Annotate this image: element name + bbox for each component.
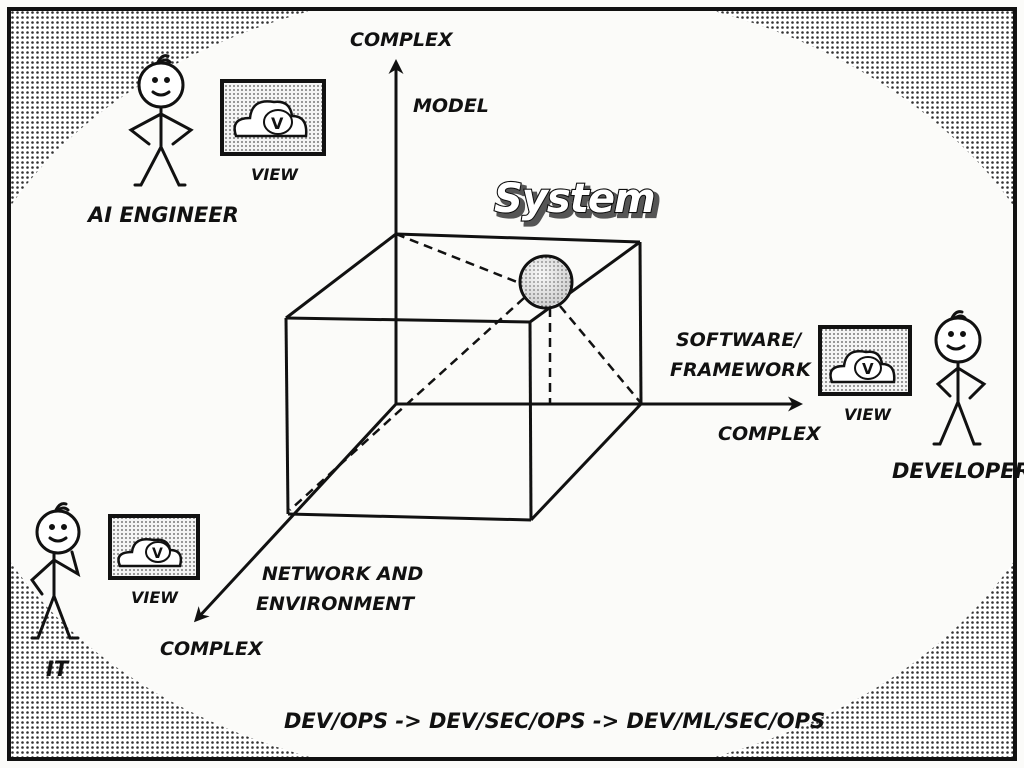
projection-lines [289,232,641,511]
sphere-highlight [522,258,570,306]
depth-axis [193,402,398,623]
horizontal-axis-name-line2: FRAMEWORK [670,359,812,381]
view-glyph-ai-engineer: V [271,114,284,133]
persona-ai-engineer-name: AI ENGINEER [86,203,239,227]
persona-ai-engineer [128,54,194,187]
persona-developer [932,310,987,446]
frame-border [7,7,1017,761]
view-icon-developer: V [818,325,912,396]
view-icon-it: V [108,514,200,580]
depth-axis-end-label: COMPLEX [160,638,264,660]
vertical-axis-end-label: COMPLEX [350,29,454,51]
view-label-ai-engineer: VIEW [251,165,299,184]
view-icon-ai-engineer: V [220,79,326,156]
view-glyph-developer: V [862,360,874,378]
vertical-axis-name: MODEL [413,95,489,117]
depth-axis-name-line1: NETWORK AND [262,563,423,585]
view-label-it: VIEW [131,588,179,607]
evolution-footer: DEV/OPS -> DEV/SEC/OPS -> DEV/ML/SEC/OPS [284,709,825,733]
persona-developer-name: DEVELOPER [892,459,1024,483]
persona-it [30,502,81,640]
view-glyph-it: V [152,546,163,562]
system-title: System [494,176,655,222]
horizontal-axis-name-line1: SOFTWARE/ [676,329,803,351]
view-label-developer: VIEW [844,405,892,424]
depth-axis-name-line2: ENVIRONMENT [256,593,416,615]
persona-it-name: IT [46,657,70,681]
horizontal-axis-end-label: COMPLEX [718,423,822,445]
